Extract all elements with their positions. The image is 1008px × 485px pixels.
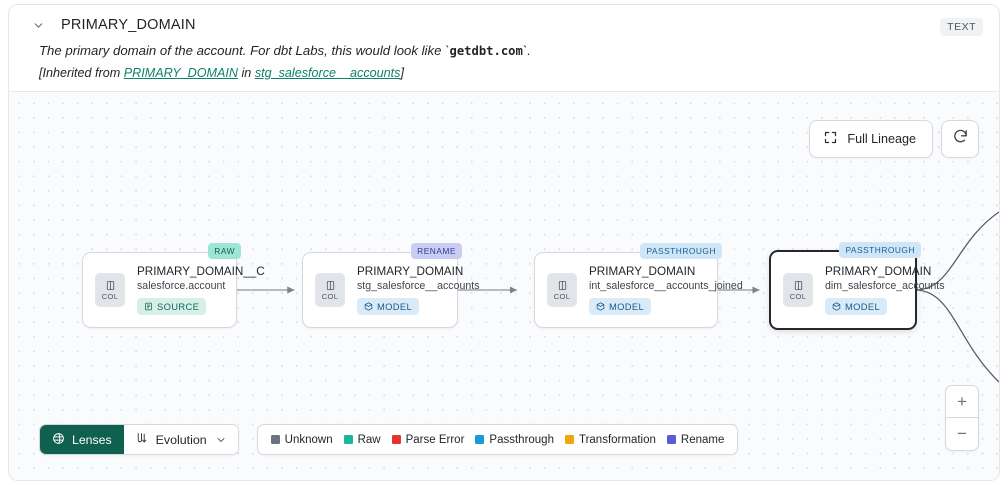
model-icon: [364, 302, 373, 311]
column-chip-label: COL: [789, 291, 807, 301]
legend-item: Passthrough: [475, 434, 554, 446]
node-kind-badge: MODEL: [589, 298, 652, 315]
page-title: PRIMARY_DOMAIN: [61, 17, 196, 33]
column-chip: COL: [547, 273, 577, 307]
refresh-button[interactable]: [941, 120, 979, 158]
lineage-legend: Unknown Raw Parse Error Passthrough Tran…: [256, 424, 739, 455]
node-tag-badge: RENAME: [411, 243, 462, 259]
inherited-model-link[interactable]: stg_salesforce__accounts: [254, 65, 401, 80]
column-lineage-panel: PRIMARY_DOMAIN TEXT The primary domain o…: [8, 4, 1000, 481]
expand-icon: [823, 130, 838, 148]
node-tag-badge: RAW: [208, 243, 241, 259]
lineage-node-selected[interactable]: PASSTHROUGH COL PRIMARY_DOMAIN dim_sales…: [769, 242, 945, 330]
header-divider: [9, 91, 999, 92]
node-title: PRIMARY_DOMAIN: [825, 265, 932, 278]
zoom-out-button[interactable]: −: [957, 424, 967, 443]
legend-label: Passthrough: [489, 433, 554, 446]
zoom-in-button[interactable]: +: [946, 386, 978, 418]
node-subtitle: stg_salesforce__accounts: [357, 280, 480, 292]
node-kind-badge: MODEL: [357, 298, 420, 315]
description-text-before: The primary domain of the account. For d…: [39, 43, 450, 58]
legend-item: Transformation: [564, 433, 656, 446]
legend-item: Parse Error: [391, 433, 465, 446]
canvas-bottom-bar: Lenses Evolution Unknown: [39, 424, 739, 455]
legend-swatch: [475, 435, 485, 444]
node-title: PRIMARY_DOMAIN: [589, 265, 696, 278]
column-description: The primary domain of the account. For d…: [9, 33, 999, 60]
columns-icon: [557, 280, 568, 291]
lenses-label: Lenses: [72, 432, 112, 447]
lineage-node[interactable]: RENAME COL PRIMARY_DOMAIN stg_salesforce…: [302, 243, 480, 328]
inherited-column-link[interactable]: PRIMARY_DOMAIN: [123, 65, 238, 80]
lenses-group: Lenses Evolution: [39, 424, 239, 455]
panel-header: PRIMARY_DOMAIN TEXT The primary domain o…: [9, 5, 999, 92]
legend-label: Rename: [680, 433, 725, 446]
columns-icon: [793, 280, 804, 291]
legend-swatch: [270, 435, 280, 444]
chevron-down-icon: [215, 434, 227, 446]
column-chip: COL: [783, 273, 813, 307]
node-kind-label: MODEL: [845, 301, 881, 312]
legend-swatch: [391, 435, 401, 444]
inherited-middle: in: [238, 65, 255, 80]
node-kind-label: MODEL: [609, 301, 645, 312]
inherited-prefix: [Inherited from: [39, 65, 124, 80]
node-tag-badge: PASSTHROUGH: [839, 242, 921, 258]
legend-swatch: [666, 435, 676, 444]
legend-swatch: [564, 435, 574, 444]
source-icon: [144, 302, 153, 311]
refresh-icon: [952, 128, 969, 150]
evolution-label: Evolution: [155, 432, 207, 447]
model-icon: [596, 302, 605, 311]
description-code: getdbt.com: [449, 44, 523, 58]
lineage-canvas[interactable]: Full Lineage RAW COL PRIMARY_DOMAIN__C: [9, 92, 999, 480]
type-badge: TEXT: [940, 18, 983, 36]
lens-icon: [52, 432, 65, 448]
node-kind-badge: SOURCE: [137, 298, 207, 315]
canvas-controls: Full Lineage: [809, 120, 979, 158]
legend-label: Parse Error: [405, 433, 465, 446]
column-chip: COL: [315, 273, 345, 307]
lineage-node[interactable]: PASSTHROUGH COL PRIMARY_DOMAIN int_sales…: [534, 243, 743, 328]
node-title: PRIMARY_DOMAIN__C: [137, 265, 265, 278]
node-tag-badge: PASSTHROUGH: [640, 243, 722, 259]
node-kind-label: SOURCE: [157, 301, 200, 312]
columns-icon: [325, 280, 336, 291]
column-chip: COL: [95, 273, 125, 307]
node-kind-label: MODEL: [377, 301, 413, 312]
legend-label: Raw: [357, 433, 381, 446]
node-kind-badge: MODEL: [825, 298, 888, 315]
node-subtitle: dim_salesforce_accounts: [825, 280, 945, 292]
legend-item: Unknown: [270, 433, 333, 446]
column-chip-label: COL: [101, 291, 119, 301]
column-chip-label: COL: [553, 291, 571, 301]
legend-item: Raw: [343, 433, 381, 446]
legend-item: Rename: [666, 433, 725, 446]
inherited-suffix: ]: [400, 65, 404, 80]
evolution-icon: [135, 432, 148, 448]
model-icon: [832, 302, 841, 311]
node-subtitle: salesforce.account: [137, 280, 226, 292]
columns-icon: [105, 280, 116, 291]
legend-label: Unknown: [284, 433, 333, 446]
evolution-dropdown[interactable]: Evolution: [123, 425, 238, 454]
chevron-down-icon[interactable]: [31, 18, 45, 32]
column-chip-label: COL: [321, 291, 339, 301]
zoom-controls: + −: [945, 385, 979, 451]
legend-label: Transformation: [578, 433, 656, 446]
description-text-after: `.: [522, 43, 531, 58]
legend-swatch: [343, 435, 353, 444]
full-lineage-label: Full Lineage: [847, 132, 916, 146]
lenses-button[interactable]: Lenses: [40, 425, 124, 454]
lineage-edges: [236, 211, 999, 383]
node-subtitle: int_salesforce__accounts_joined: [589, 280, 743, 292]
full-lineage-button[interactable]: Full Lineage: [809, 120, 933, 158]
inherited-from-line: [Inherited from PRIMARY_DOMAIN in stg_sa…: [9, 60, 999, 80]
lineage-node[interactable]: RAW COL PRIMARY_DOMAIN__C salesforce.acc…: [82, 243, 265, 328]
node-title: PRIMARY_DOMAIN: [357, 265, 464, 278]
